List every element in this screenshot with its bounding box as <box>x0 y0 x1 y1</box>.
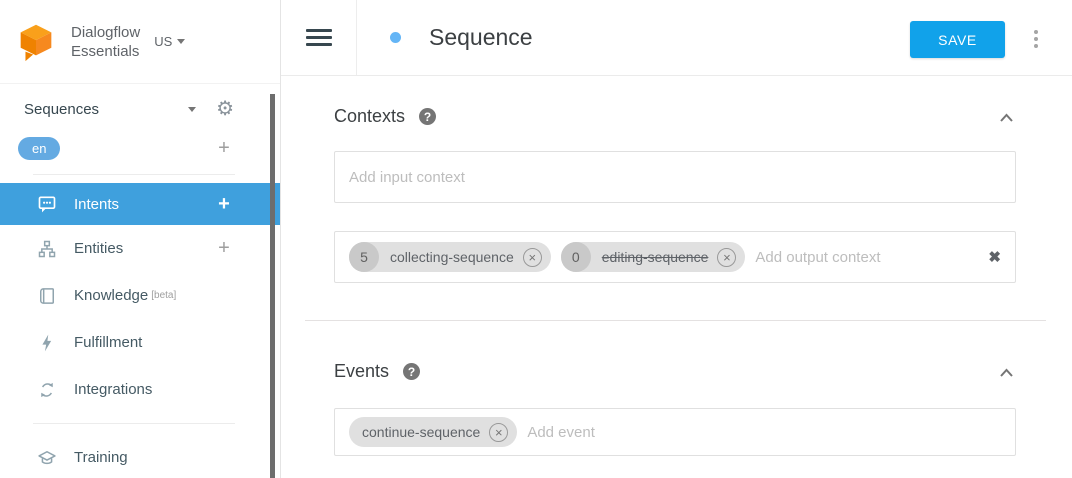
language-row: en + <box>0 130 280 166</box>
agent-selector-row: Sequences ⚙ <box>0 94 280 124</box>
menu-toggle[interactable] <box>281 0 357 75</box>
gear-icon[interactable]: ⚙ <box>216 98 234 120</box>
sidebar-nav: Sequences ⚙ en + Intents + <box>0 94 280 478</box>
collapse-contexts-button[interactable] <box>997 111 1016 123</box>
input-context-field[interactable] <box>334 151 1016 203</box>
sidebar-item-integrations[interactable]: Integrations <box>0 366 280 413</box>
add-entity-button[interactable]: + <box>218 237 230 259</box>
sidebar-item-knowledge[interactable]: Knowledge[beta] <box>0 272 280 319</box>
main-area: Sequence SAVE Contexts ? 5 <box>281 0 1072 478</box>
lightning-icon <box>42 334 52 351</box>
agent-name[interactable]: Sequences <box>24 100 100 118</box>
intent-header: Sequence SAVE <box>281 0 1072 76</box>
remove-context-icon[interactable]: × <box>522 247 542 267</box>
chevron-up-icon <box>1000 368 1013 377</box>
events-section-header: Events ? <box>334 361 1016 382</box>
remove-event-icon[interactable]: × <box>489 422 509 442</box>
agent-chevron-down-icon[interactable] <box>188 106 197 112</box>
sidebar-item-entities[interactable]: Entities + <box>0 225 280 272</box>
help-icon[interactable]: ? <box>403 363 421 380</box>
sidebar-item-fulfillment[interactable]: Fulfillment <box>0 319 280 366</box>
add-output-context-input[interactable] <box>755 248 977 266</box>
brand-header: Dialogflow Essentials US <box>0 0 280 84</box>
sidebar-scrollbar[interactable] <box>270 94 275 478</box>
save-button[interactable]: SAVE <box>910 21 1005 58</box>
context-lifespan[interactable]: 5 <box>349 242 379 272</box>
output-context-field[interactable]: 5 collecting-sequence × 0 editing-sequen… <box>334 231 1016 283</box>
context-name: editing-sequence <box>601 249 709 265</box>
region-label: US <box>154 34 173 49</box>
sidebar-item-label: Entities <box>74 240 124 257</box>
clear-contexts-icon[interactable]: ✖ <box>988 249 1001 266</box>
chevron-up-icon <box>1000 113 1013 122</box>
beta-badge: [beta] <box>151 290 177 301</box>
sidebar-item-label: Integrations <box>74 381 153 398</box>
page-title: Sequence <box>429 24 533 50</box>
section-divider <box>305 320 1046 321</box>
region-selector[interactable]: US <box>154 34 186 49</box>
sidebar-item-label: Knowledge <box>74 287 149 304</box>
sync-icon <box>41 382 53 397</box>
add-language-button[interactable]: + <box>218 136 230 159</box>
book-icon <box>40 287 54 304</box>
output-context-chip: 0 editing-sequence × <box>560 242 746 272</box>
contexts-section-header: Contexts ? <box>334 106 1016 127</box>
sidebar-item-label: Training <box>74 449 128 466</box>
sidebar-item-label: Intents <box>74 195 120 213</box>
output-context-chip: 5 collecting-sequence × <box>349 242 551 272</box>
sidebar: Dialogflow Essentials US Sequences ⚙ en … <box>0 0 281 478</box>
add-intent-button[interactable]: + <box>218 192 230 215</box>
sidebar-item-training[interactable]: Training <box>0 434 280 478</box>
sidebar-divider <box>33 174 235 175</box>
event-chip: continue-sequence × <box>349 417 518 447</box>
add-event-input[interactable] <box>527 423 1001 441</box>
intent-status-dot <box>390 32 401 43</box>
dialogflow-logo-icon <box>20 24 52 61</box>
graduation-cap-icon <box>38 450 56 464</box>
collapse-events-button[interactable] <box>997 366 1016 378</box>
help-icon[interactable]: ? <box>419 108 437 125</box>
sidebar-divider <box>33 423 235 424</box>
events-field[interactable]: continue-sequence × <box>334 408 1016 456</box>
sidebar-item-label: Fulfillment <box>74 334 143 351</box>
context-lifespan[interactable]: 0 <box>560 242 591 272</box>
entities-hierarchy-icon <box>38 240 56 257</box>
brand-name: Dialogflow Essentials <box>71 23 141 60</box>
contexts-title: Contexts <box>334 106 406 126</box>
more-options-icon[interactable] <box>1030 26 1042 52</box>
chat-bubble-icon <box>38 196 56 213</box>
intent-form: Contexts ? 5 collecting-sequence × <box>281 106 1072 456</box>
events-title: Events <box>334 361 390 381</box>
hamburger-icon <box>305 29 332 46</box>
language-badge[interactable]: en <box>18 136 61 160</box>
chevron-down-icon <box>177 39 186 44</box>
remove-context-icon[interactable]: × <box>717 247 737 267</box>
sidebar-item-intents[interactable]: Intents + <box>0 183 280 225</box>
event-name: continue-sequence <box>362 424 481 440</box>
title-box: Sequence <box>357 0 533 75</box>
context-name: collecting-sequence <box>390 249 514 265</box>
add-input-context-input[interactable] <box>349 168 1001 186</box>
